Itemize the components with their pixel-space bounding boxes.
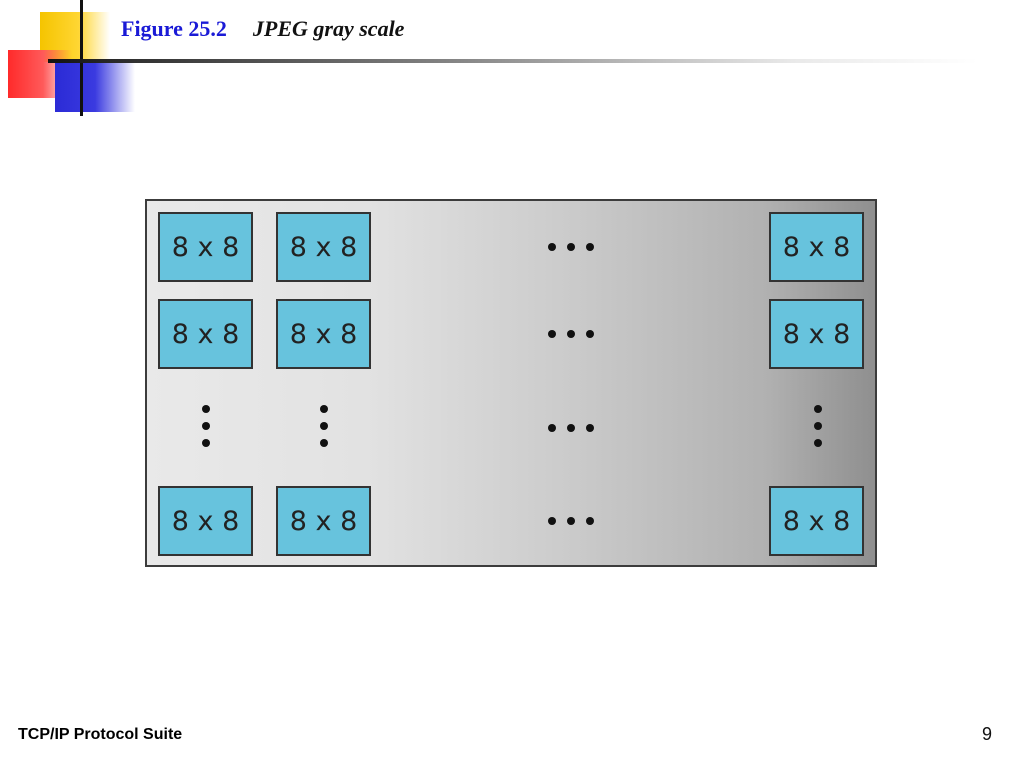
ellipsis-rn (548, 516, 594, 526)
vertical-ellipsis-c1 (201, 405, 211, 447)
ellipsis-r1 (548, 242, 594, 252)
block-rn-cn: 8 x 8 (769, 486, 864, 556)
block-r2-c2: 8 x 8 (276, 299, 371, 369)
block-r1-c2: 8 x 8 (276, 212, 371, 282)
block-rn-c2: 8 x 8 (276, 486, 371, 556)
figure-title: JPEG gray scale (252, 16, 405, 41)
block-rn-c1: 8 x 8 (158, 486, 253, 556)
block-r2-c1: 8 x 8 (158, 299, 253, 369)
figure-number: Figure 25.2 (121, 16, 227, 41)
ellipsis-middle (548, 423, 594, 433)
vertical-ellipsis-c2 (319, 405, 329, 447)
decor-horizontal-rule (48, 59, 978, 63)
image-panel: 8 x 8 8 x 8 8 x 8 8 x 8 8 x 8 8 x 8 8 x … (145, 199, 877, 567)
ellipsis-r2 (548, 329, 594, 339)
slide-title: Figure 25.2 JPEG gray scale (121, 16, 404, 48)
block-r1-c1: 8 x 8 (158, 212, 253, 282)
decor-vertical-line (80, 0, 83, 116)
block-r2-cn: 8 x 8 (769, 299, 864, 369)
vertical-ellipsis-cn (813, 405, 823, 447)
footer-text: TCP/IP Protocol Suite (18, 726, 183, 743)
block-r1-cn: 8 x 8 (769, 212, 864, 282)
decor-blue-square (55, 62, 135, 112)
page-number: 9 (981, 724, 992, 744)
